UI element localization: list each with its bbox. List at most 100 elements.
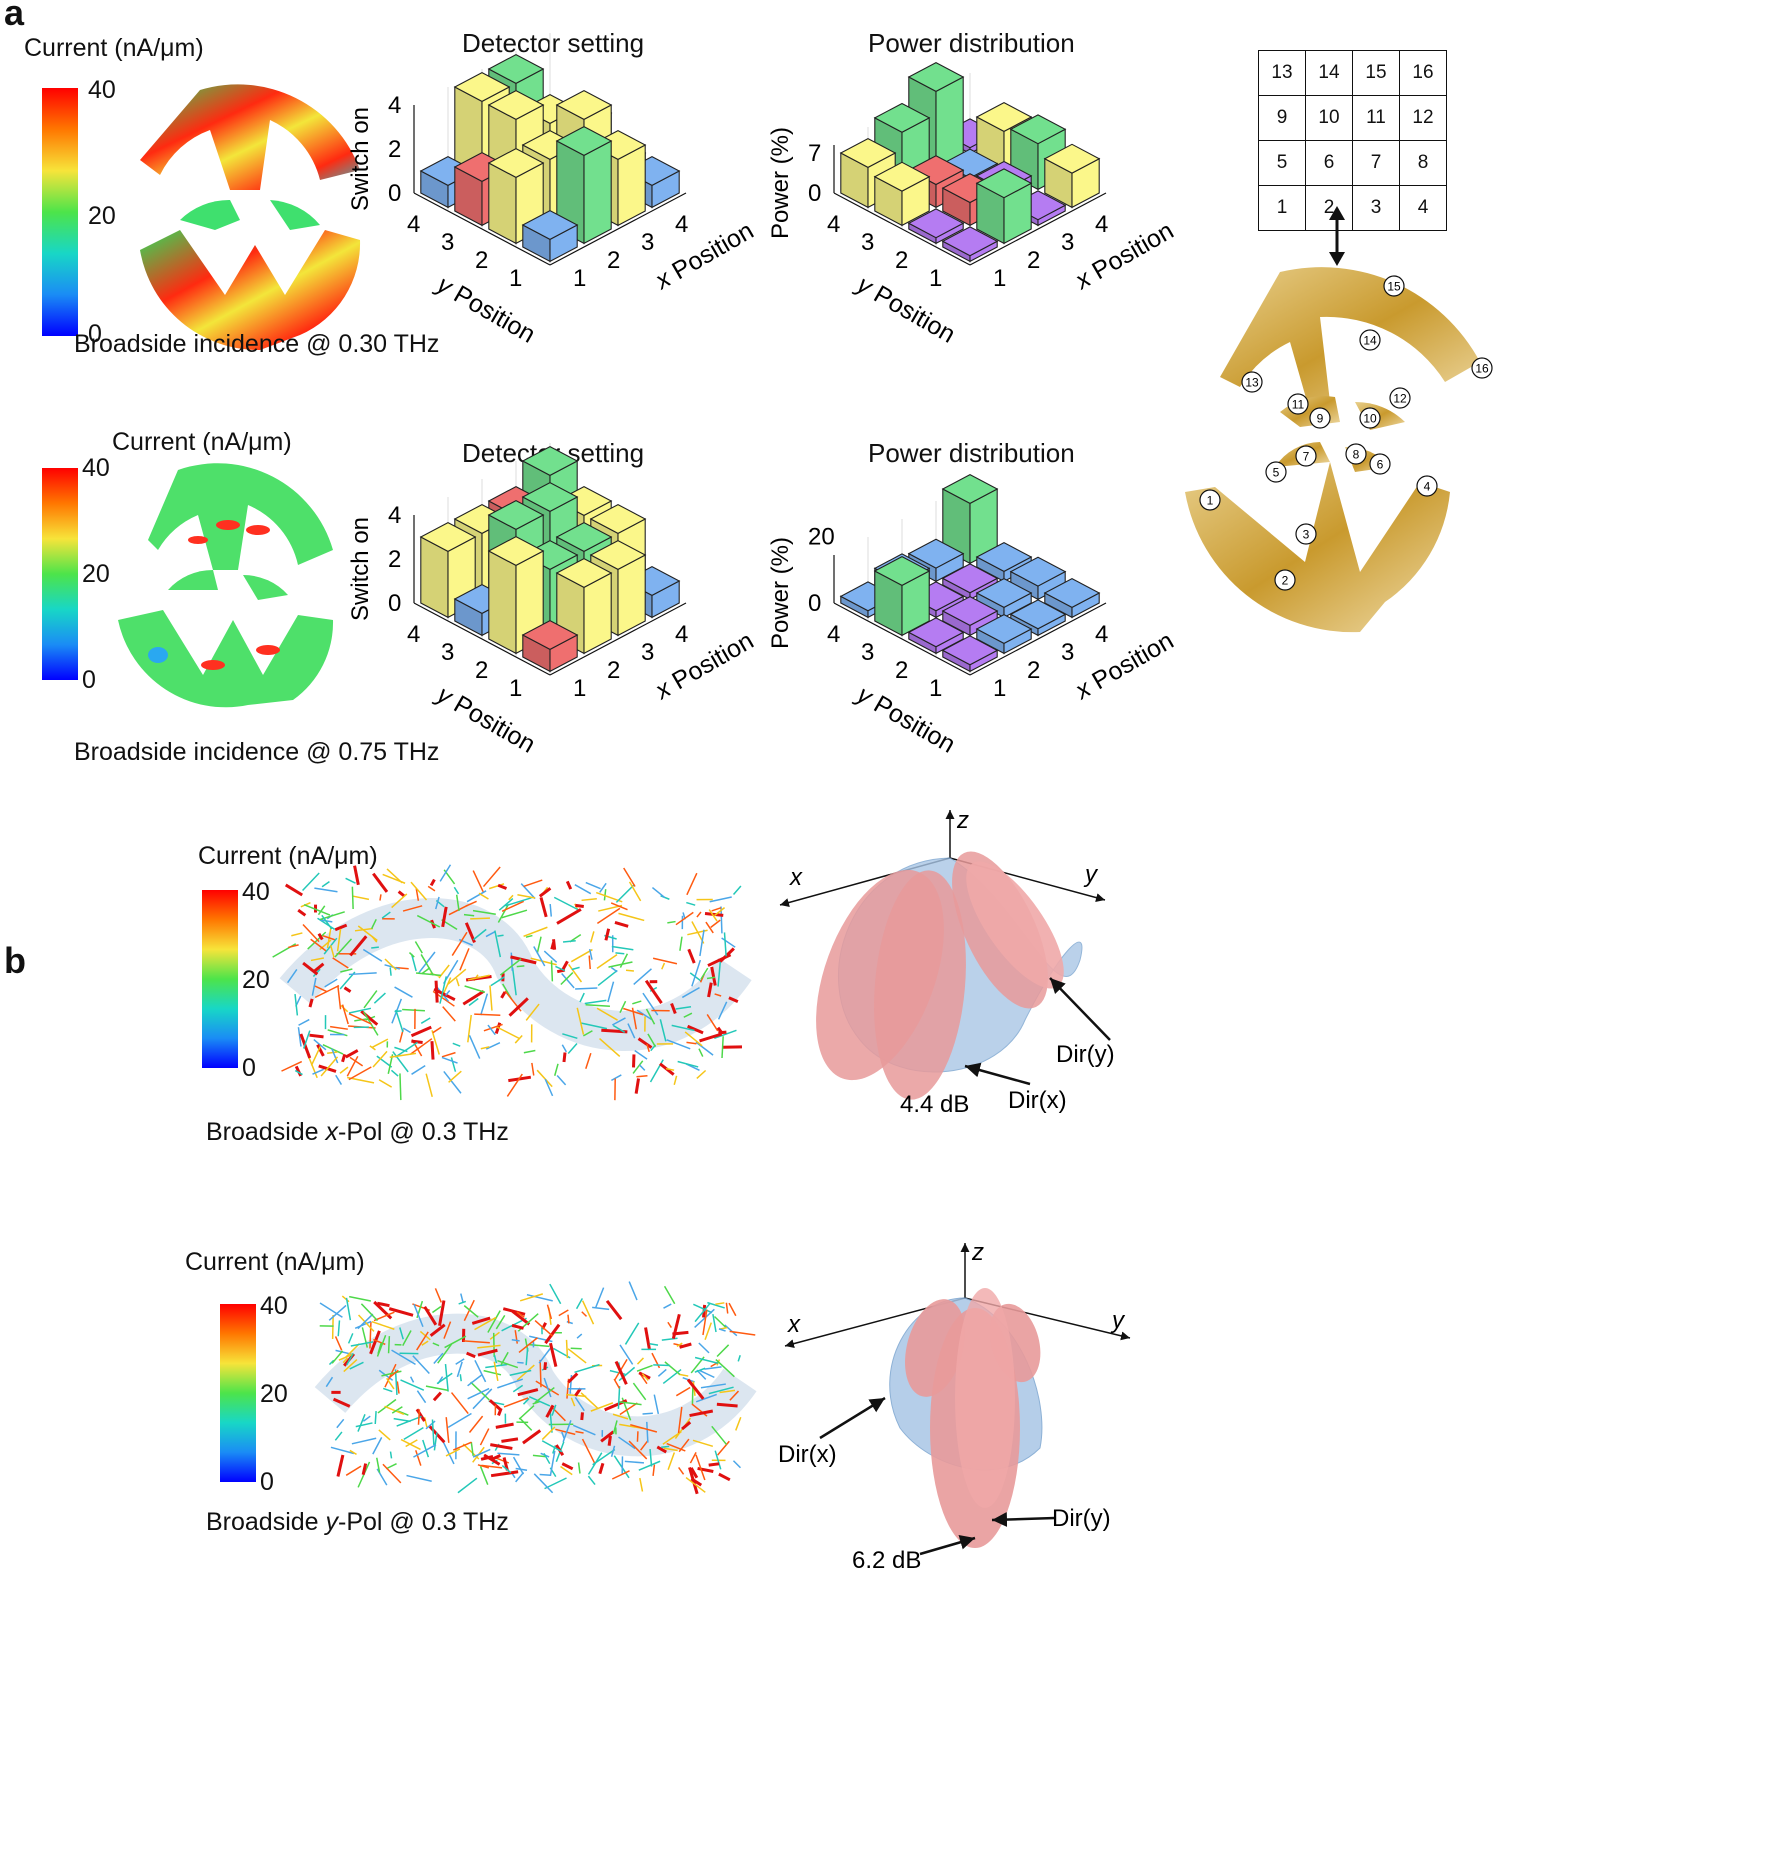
current-vector [371, 935, 378, 943]
current-vector [716, 1026, 724, 1035]
current-vector [677, 1406, 683, 1434]
current-vector-field-b1 [272, 864, 752, 1101]
current-vector [599, 1037, 621, 1057]
current-vector [451, 931, 468, 956]
current-vector [464, 985, 486, 993]
antenna-port-3: 3 [1295, 523, 1317, 545]
current-vector [431, 1030, 440, 1055]
x-tick-label: 3 [641, 639, 654, 666]
y-tick-label: 1 [929, 265, 942, 292]
current-vector [503, 1397, 529, 1408]
current-vector [608, 961, 633, 968]
current-vector [302, 872, 320, 891]
y-axis-line [833, 192, 971, 266]
current-vector [630, 1423, 658, 1433]
current-vector [385, 1463, 397, 1470]
current-vector [417, 1409, 421, 1425]
current-vector [723, 932, 727, 957]
current-vector [294, 1065, 303, 1077]
current-vector [607, 1435, 612, 1446]
antenna-port-7: 7 [1295, 445, 1317, 467]
current-vector [575, 903, 584, 908]
current-vector [600, 1430, 615, 1443]
current-vector [543, 1452, 551, 1465]
x-tick-label: 4 [1095, 621, 1108, 648]
current-vector [607, 981, 615, 1003]
antenna-current-map-a2 [118, 463, 334, 708]
current-vector [420, 1017, 431, 1024]
current-vector [502, 1307, 526, 1316]
current-vector [391, 893, 408, 909]
current-vector [550, 960, 554, 982]
current-vector [676, 1342, 683, 1348]
current-vector [634, 1049, 648, 1060]
current-vector [585, 1004, 610, 1008]
current-vector [684, 1031, 703, 1047]
current-vector [307, 1054, 318, 1079]
grid-cell: 12 [1399, 95, 1447, 141]
y-tick-label: 2 [895, 657, 908, 684]
current-vector [320, 1056, 339, 1077]
current-vector [429, 1323, 446, 1337]
current-vector [587, 1475, 596, 1486]
x-tick-label: 1 [993, 265, 1006, 292]
current-vector [624, 1460, 645, 1464]
current-vector [525, 1347, 529, 1366]
svg-text:8: 8 [1353, 448, 1360, 462]
z-tick-label: 4 [388, 502, 401, 529]
current-vector [718, 1328, 726, 1332]
current-vector [599, 882, 607, 893]
current-vector [314, 887, 338, 893]
current-vector [402, 1027, 411, 1034]
current-vector [297, 1027, 302, 1047]
current-vector [331, 1350, 344, 1364]
current-vector [477, 1348, 498, 1357]
bar-4-1 [1043, 143, 1101, 209]
current-vector [511, 967, 517, 996]
caption-b2-var: y [325, 1508, 339, 1536]
current-vector [441, 1051, 456, 1058]
current-vector [686, 1378, 705, 1400]
current-vector [490, 1470, 519, 1478]
current-vector [661, 962, 666, 970]
current-vector [534, 1320, 554, 1337]
current-vector [349, 1361, 364, 1370]
current-vector [372, 872, 389, 893]
current-vector [322, 934, 337, 941]
current-vector [425, 1385, 449, 1392]
current-vector [679, 936, 683, 951]
bar-1-3 [873, 161, 931, 227]
current-vector [348, 1066, 372, 1081]
current-vector [483, 1369, 502, 1376]
current-vector [478, 892, 489, 900]
current-vector [362, 948, 383, 962]
current-vector [415, 1450, 422, 1466]
current-vector [685, 1476, 706, 1493]
current-vector [386, 1377, 395, 1390]
current-vector [675, 1005, 692, 1010]
current-vector [337, 1320, 341, 1337]
current-vector [732, 885, 742, 895]
current-vector [327, 1051, 338, 1054]
current-vector [286, 969, 298, 984]
current-vector [345, 1297, 352, 1321]
colorbar-b1 [202, 890, 238, 1068]
current-vector [311, 977, 317, 996]
current-vector [322, 1043, 344, 1055]
current-vector [395, 1009, 404, 1033]
current-vector [377, 1398, 397, 1414]
current-vector [662, 1431, 682, 1445]
current-vector [349, 1449, 357, 1456]
current-vector [386, 868, 403, 884]
y-tick-label: 3 [441, 639, 454, 666]
current-vector [389, 1052, 417, 1058]
grid-cell: 9 [1258, 95, 1306, 141]
current-vector [450, 1057, 457, 1072]
x-axis-label: x Position [1070, 217, 1179, 296]
svg-text:16: 16 [1475, 362, 1489, 376]
current-vector [377, 1342, 382, 1354]
current-vector [615, 952, 625, 955]
svg-text:2: 2 [1282, 574, 1289, 588]
current-vector [671, 1024, 695, 1032]
current-vector [694, 1356, 719, 1364]
